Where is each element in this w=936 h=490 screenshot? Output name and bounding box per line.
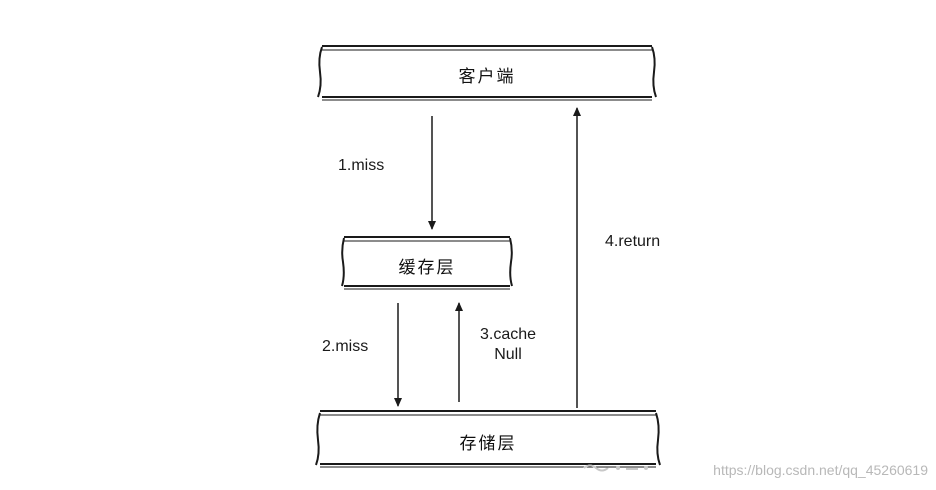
cache-box bbox=[341, 236, 513, 290]
watermark-logo bbox=[583, 464, 648, 472]
storage-box bbox=[315, 410, 661, 468]
return-label: 4.return bbox=[605, 233, 661, 250]
cache-null-line1: 3.cache bbox=[479, 326, 537, 343]
miss1-label: 1.miss bbox=[338, 157, 385, 174]
cache-label: 缓存层 bbox=[398, 258, 456, 278]
client-label: 客户端 bbox=[458, 67, 516, 87]
storage-label: 存储层 bbox=[459, 434, 517, 454]
cache-null-line2: Null bbox=[494, 346, 522, 363]
miss2-label: 2.miss bbox=[322, 338, 369, 355]
client-box bbox=[317, 45, 657, 101]
watermark-text: https://blog.csdn.net/qq_45260619 bbox=[713, 462, 928, 478]
cache-null-label: 3.cache Null bbox=[472, 325, 544, 365]
